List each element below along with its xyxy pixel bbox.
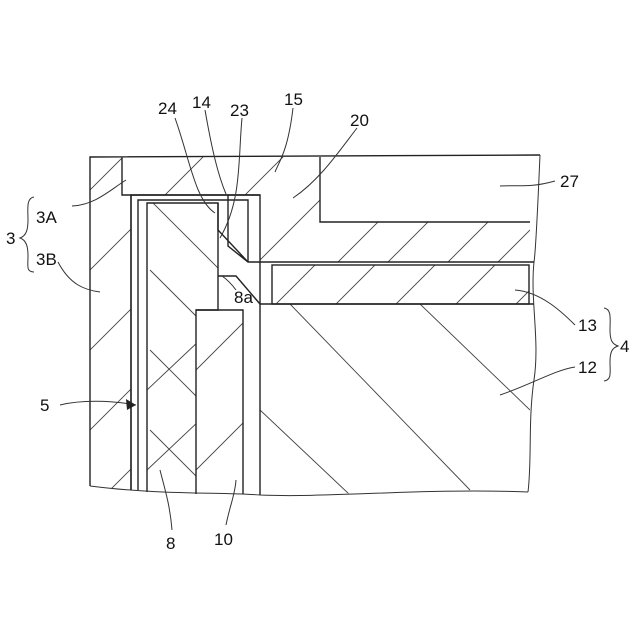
hatch-10 <box>196 323 243 470</box>
hatch-12 <box>260 304 530 495</box>
part-13 <box>272 265 529 304</box>
label-12: 12 <box>578 358 597 377</box>
label-3: 3 <box>6 229 15 248</box>
label-24: 24 <box>158 99 177 118</box>
seal-region <box>218 195 260 262</box>
break-line-bottom <box>90 486 528 496</box>
break-line-right <box>528 155 540 492</box>
part-10 <box>196 310 243 494</box>
label-27: 27 <box>560 172 579 191</box>
hatch-8 <box>147 200 218 476</box>
label-5: 5 <box>40 396 49 415</box>
part-8 <box>147 203 218 494</box>
label-13: 13 <box>578 316 597 335</box>
label-8a: 8a <box>234 288 253 307</box>
label-10: 10 <box>214 530 233 549</box>
hatch-3A <box>100 120 640 320</box>
label-4: 4 <box>620 337 629 356</box>
label-20: 20 <box>350 111 369 130</box>
brace-3 <box>20 197 34 272</box>
component-4-boundary <box>260 262 534 495</box>
leader-lines <box>58 108 575 530</box>
hatch-13 <box>240 260 560 340</box>
label-23: 23 <box>230 101 249 120</box>
brace-4 <box>604 308 618 381</box>
label-3B: 3B <box>36 250 57 269</box>
label-8: 8 <box>166 534 175 553</box>
label-15: 15 <box>284 90 303 109</box>
label-14: 14 <box>192 93 211 112</box>
label-3A: 3A <box>36 208 57 227</box>
